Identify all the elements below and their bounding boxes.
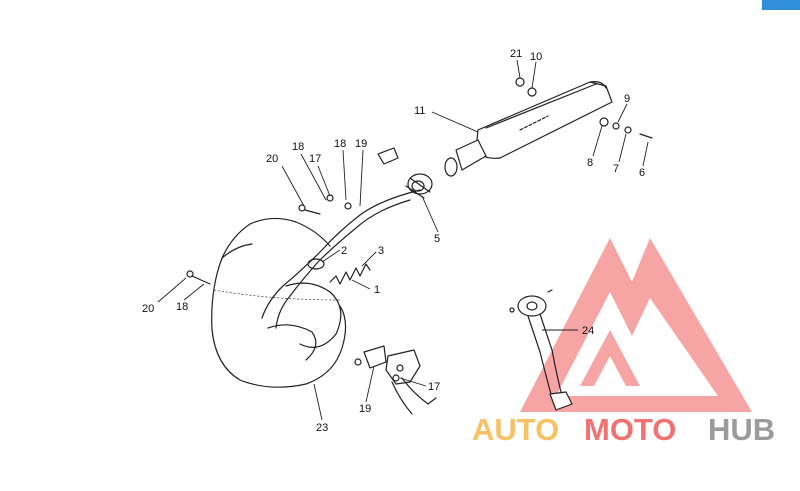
callout-20-upper: 20 [266,153,278,165]
watermark-word-auto: AUTO [472,412,559,447]
exhaust-pipe-part [261,189,421,361]
coupling-part [405,173,433,199]
bracket-part [363,345,437,415]
callout-19-lower: 19 [359,403,371,415]
callout-20-lower: 20 [142,303,154,315]
callout-23: 23 [316,422,328,434]
watermark-logo [520,238,752,412]
callout-1: 1 [374,284,380,296]
callout-2: 2 [341,245,347,257]
side-stand-part [509,289,573,411]
callout-5: 5 [434,233,440,245]
callout-6: 6 [639,167,645,179]
watermark-triangle-inner [580,330,640,386]
callout-18-lower: 18 [176,301,188,313]
watermark-word-moto: MOTO [584,412,676,447]
silencer-part [444,81,613,177]
callout-19-upper: 19 [355,138,367,150]
callout-17-lower: 17 [428,381,440,393]
callout-labels: 21 10 11 9 8 7 6 20 18 17 18 19 5 2 3 1 … [142,48,645,434]
corner-badge [762,0,800,10]
callout-11: 11 [414,105,425,117]
watermark-triangle-outer [520,238,752,412]
callout-3: 3 [378,245,384,257]
callout-21-top: 21 [510,48,522,60]
callout-24: 24 [582,325,594,337]
watermark-text: AUTO MOTO HUB [472,412,775,447]
watermark-word-hub: HUB [708,412,775,447]
leader-lines [157,59,649,421]
callout-17-upper: 17 [309,153,321,165]
spring-part [307,258,371,285]
callout-8: 8 [587,157,593,169]
callout-7: 7 [613,163,619,175]
expansion-chamber-part [211,217,347,388]
callout-18-upper-left: 18 [292,141,304,153]
callout-18-upper-right: 18 [334,138,346,150]
callout-9: 9 [624,93,630,105]
callout-10: 10 [530,51,542,63]
